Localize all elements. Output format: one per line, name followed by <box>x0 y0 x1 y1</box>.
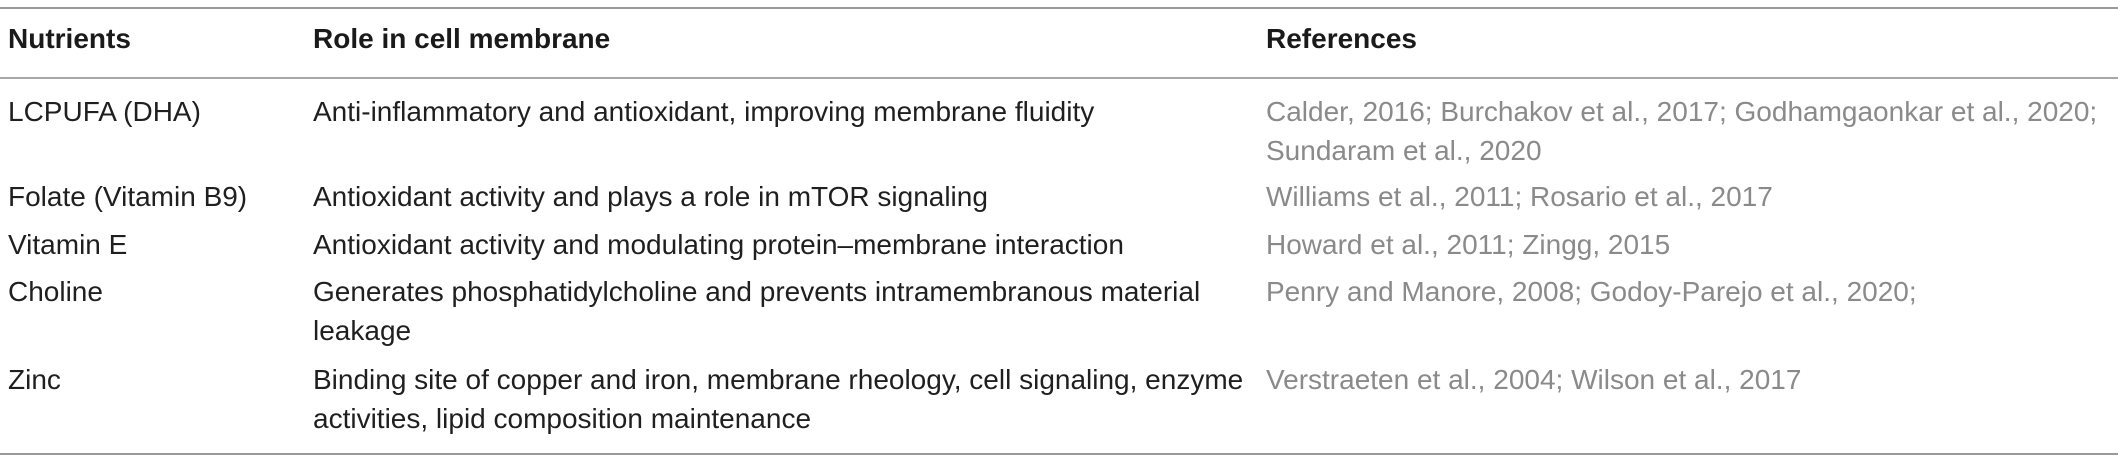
role-cell: Antioxidant activity and modulating prot… <box>313 229 1124 260</box>
table-body: LCPUFA (DHA) Anti-inflammatory and antio… <box>0 78 2118 444</box>
table-header: Nutrients Role in cell membrane Referenc… <box>0 0 2118 78</box>
header-row: Nutrients Role in cell membrane Referenc… <box>0 0 2118 78</box>
table-row: Vitamin E Antioxidant activity and modul… <box>0 225 2118 272</box>
table-row: Choline Generates phosphatidylcholine an… <box>0 272 2118 358</box>
nutrients-table: Nutrients Role in cell membrane Referenc… <box>0 0 2118 444</box>
nutrient-cell: LCPUFA (DHA) <box>8 96 201 127</box>
role-cell: Generates phosphatidylcholine and preven… <box>313 276 1201 346</box>
nutrient-cell: Choline <box>8 276 103 307</box>
table-row: Zinc Binding site of copper and iron, me… <box>0 358 2118 444</box>
role-cell: Antioxidant activity and plays a role in… <box>313 181 988 212</box>
header-bottom-rule <box>0 77 2118 79</box>
table-top-rule <box>0 7 2118 9</box>
header-role: Role in cell membrane <box>313 23 611 54</box>
role-cell: Binding site of copper and iron, membran… <box>313 364 1244 434</box>
nutrient-cell: Folate (Vitamin B9) <box>8 181 248 212</box>
references-cell[interactable]: Howard et al., 2011; Zingg, 2015 <box>1266 229 1671 260</box>
role-cell: Anti-inflammatory and antioxidant, impro… <box>313 96 1095 127</box>
nutrient-cell: Zinc <box>8 364 61 395</box>
references-cell[interactable]: Verstraeten et al., 2004; Wilson et al.,… <box>1266 364 1802 395</box>
nutrient-cell: Vitamin E <box>8 229 128 260</box>
references-cell[interactable]: Calder, 2016; Burchakov et al., 2017; Go… <box>1266 96 2098 166</box>
table-row: Folate (Vitamin B9) Antioxidant activity… <box>0 176 2118 225</box>
table-bottom-rule <box>0 453 2118 455</box>
table-row: LCPUFA (DHA) Anti-inflammatory and antio… <box>0 78 2118 176</box>
references-cell[interactable]: Williams et al., 2011; Rosario et al., 2… <box>1266 181 1773 212</box>
header-nutrients: Nutrients <box>8 23 131 54</box>
header-references: References <box>1266 23 1417 54</box>
references-cell[interactable]: Penry and Manore, 2008; Godoy-Parejo et … <box>1266 276 1917 307</box>
